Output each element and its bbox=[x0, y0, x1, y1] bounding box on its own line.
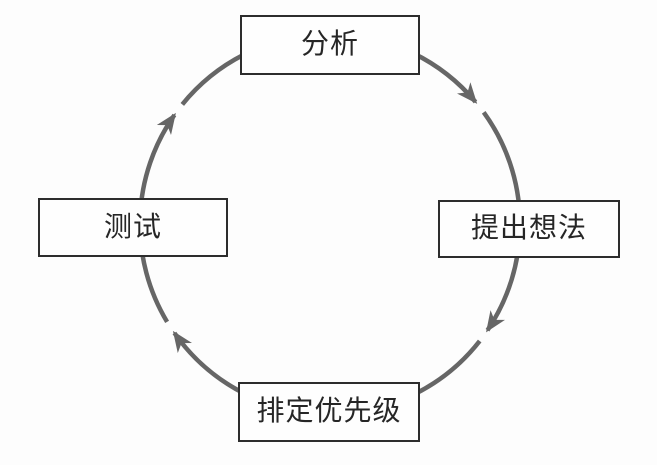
node-analyze-label: 分析 bbox=[300, 29, 359, 60]
node-propose-ideas: 提出想法 bbox=[438, 200, 620, 258]
node-prioritize-label: 排定优先级 bbox=[256, 396, 402, 427]
node-propose-ideas-label: 提出想法 bbox=[470, 213, 587, 244]
node-test: 测试 bbox=[38, 198, 228, 257]
node-test-label: 测试 bbox=[103, 211, 162, 243]
node-prioritize: 排定优先级 bbox=[238, 382, 420, 442]
node-analyze: 分析 bbox=[240, 15, 420, 75]
